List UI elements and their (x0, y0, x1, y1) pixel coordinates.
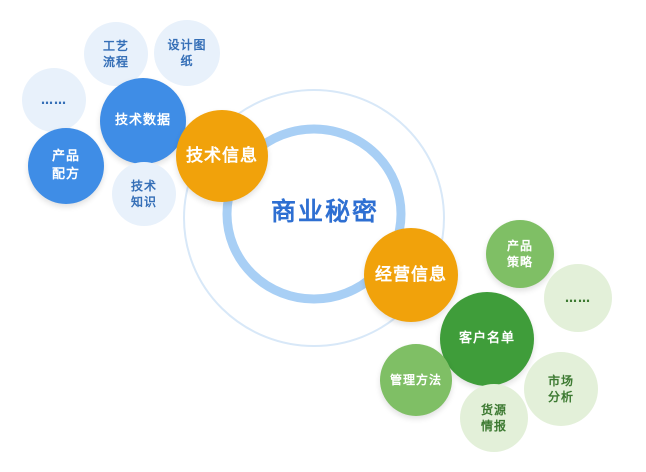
bubble-management-method: 管理方法 (380, 344, 452, 416)
bubble-technical-data: 技术数据 (100, 78, 186, 164)
bubble-process-flow: 工艺 流程 (84, 22, 148, 86)
bubble-supply-intelligence: 货源 情报 (460, 384, 528, 452)
center-title: 商业秘密 (270, 197, 379, 226)
bubble-customer-list: 客户名单 (440, 292, 534, 386)
bubble-product-strategy: 产品 策略 (486, 220, 554, 288)
bubble-design-drawings: 设计图 纸 (154, 20, 220, 86)
outer-ring (183, 89, 445, 347)
bubble-business-more: …… (544, 264, 612, 332)
bubble-tech-knowledge: 技术 知识 (112, 162, 176, 226)
bubble-tech-more: …… (22, 68, 86, 132)
hub-technical-info: 技术信息 (176, 110, 268, 202)
hub-business-info: 经营信息 (364, 228, 458, 322)
inner-ring (222, 124, 406, 304)
bubble-product-formula: 产品 配方 (28, 128, 104, 204)
bubble-market-analysis: 市场 分析 (524, 352, 598, 426)
